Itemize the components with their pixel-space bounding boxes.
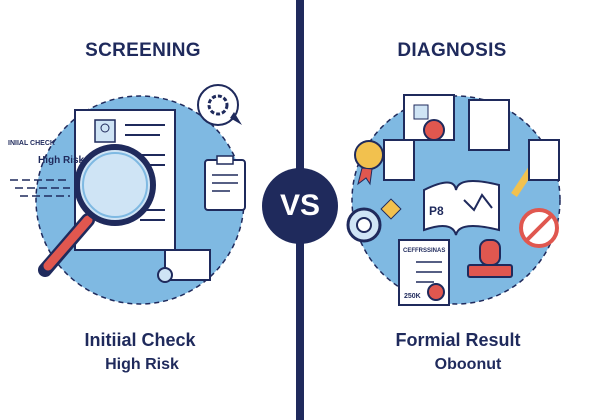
certificate-icon: CEFFRSSINAS 250K <box>398 239 450 306</box>
diagnosis-sublabel: Oboonut <box>434 356 502 373</box>
doc-small-text: INIIAL CHECK <box>8 140 55 147</box>
speed-lines <box>10 179 70 197</box>
cert-value: 250K <box>404 293 421 300</box>
award-ribbon-icon <box>354 119 445 186</box>
prohibited-icon <box>519 208 559 248</box>
vs-text: VS <box>279 189 321 222</box>
open-book-chart-icon: P8 <box>423 180 500 236</box>
diagnosis-label: Formial Result <box>395 330 521 350</box>
stamp-icon <box>467 239 513 278</box>
screening-title: SCREENING <box>85 40 201 61</box>
screening-label: Initiial Check <box>84 330 196 350</box>
screening-sublabel: High Risk <box>105 356 179 373</box>
screening-illustration: INIIAL CHECK High Risk <box>8 84 246 305</box>
scroll-icon <box>157 249 211 283</box>
doc-risk-text: High Risk <box>38 155 85 166</box>
diagnosis-illustration: P8 CEFFRSSINAS 250K <box>346 94 561 306</box>
clipboard-icon <box>204 155 246 211</box>
magnifier-icon <box>38 144 156 277</box>
diagnosis-title: DIAGNOSIS <box>397 40 507 61</box>
target-icon <box>346 198 402 243</box>
cert-title: CEFFRSSINAS <box>403 248 445 254</box>
gear-speech-icon <box>197 84 242 126</box>
vs-badge: VS <box>262 168 338 244</box>
chart-label: P8 <box>429 204 444 218</box>
